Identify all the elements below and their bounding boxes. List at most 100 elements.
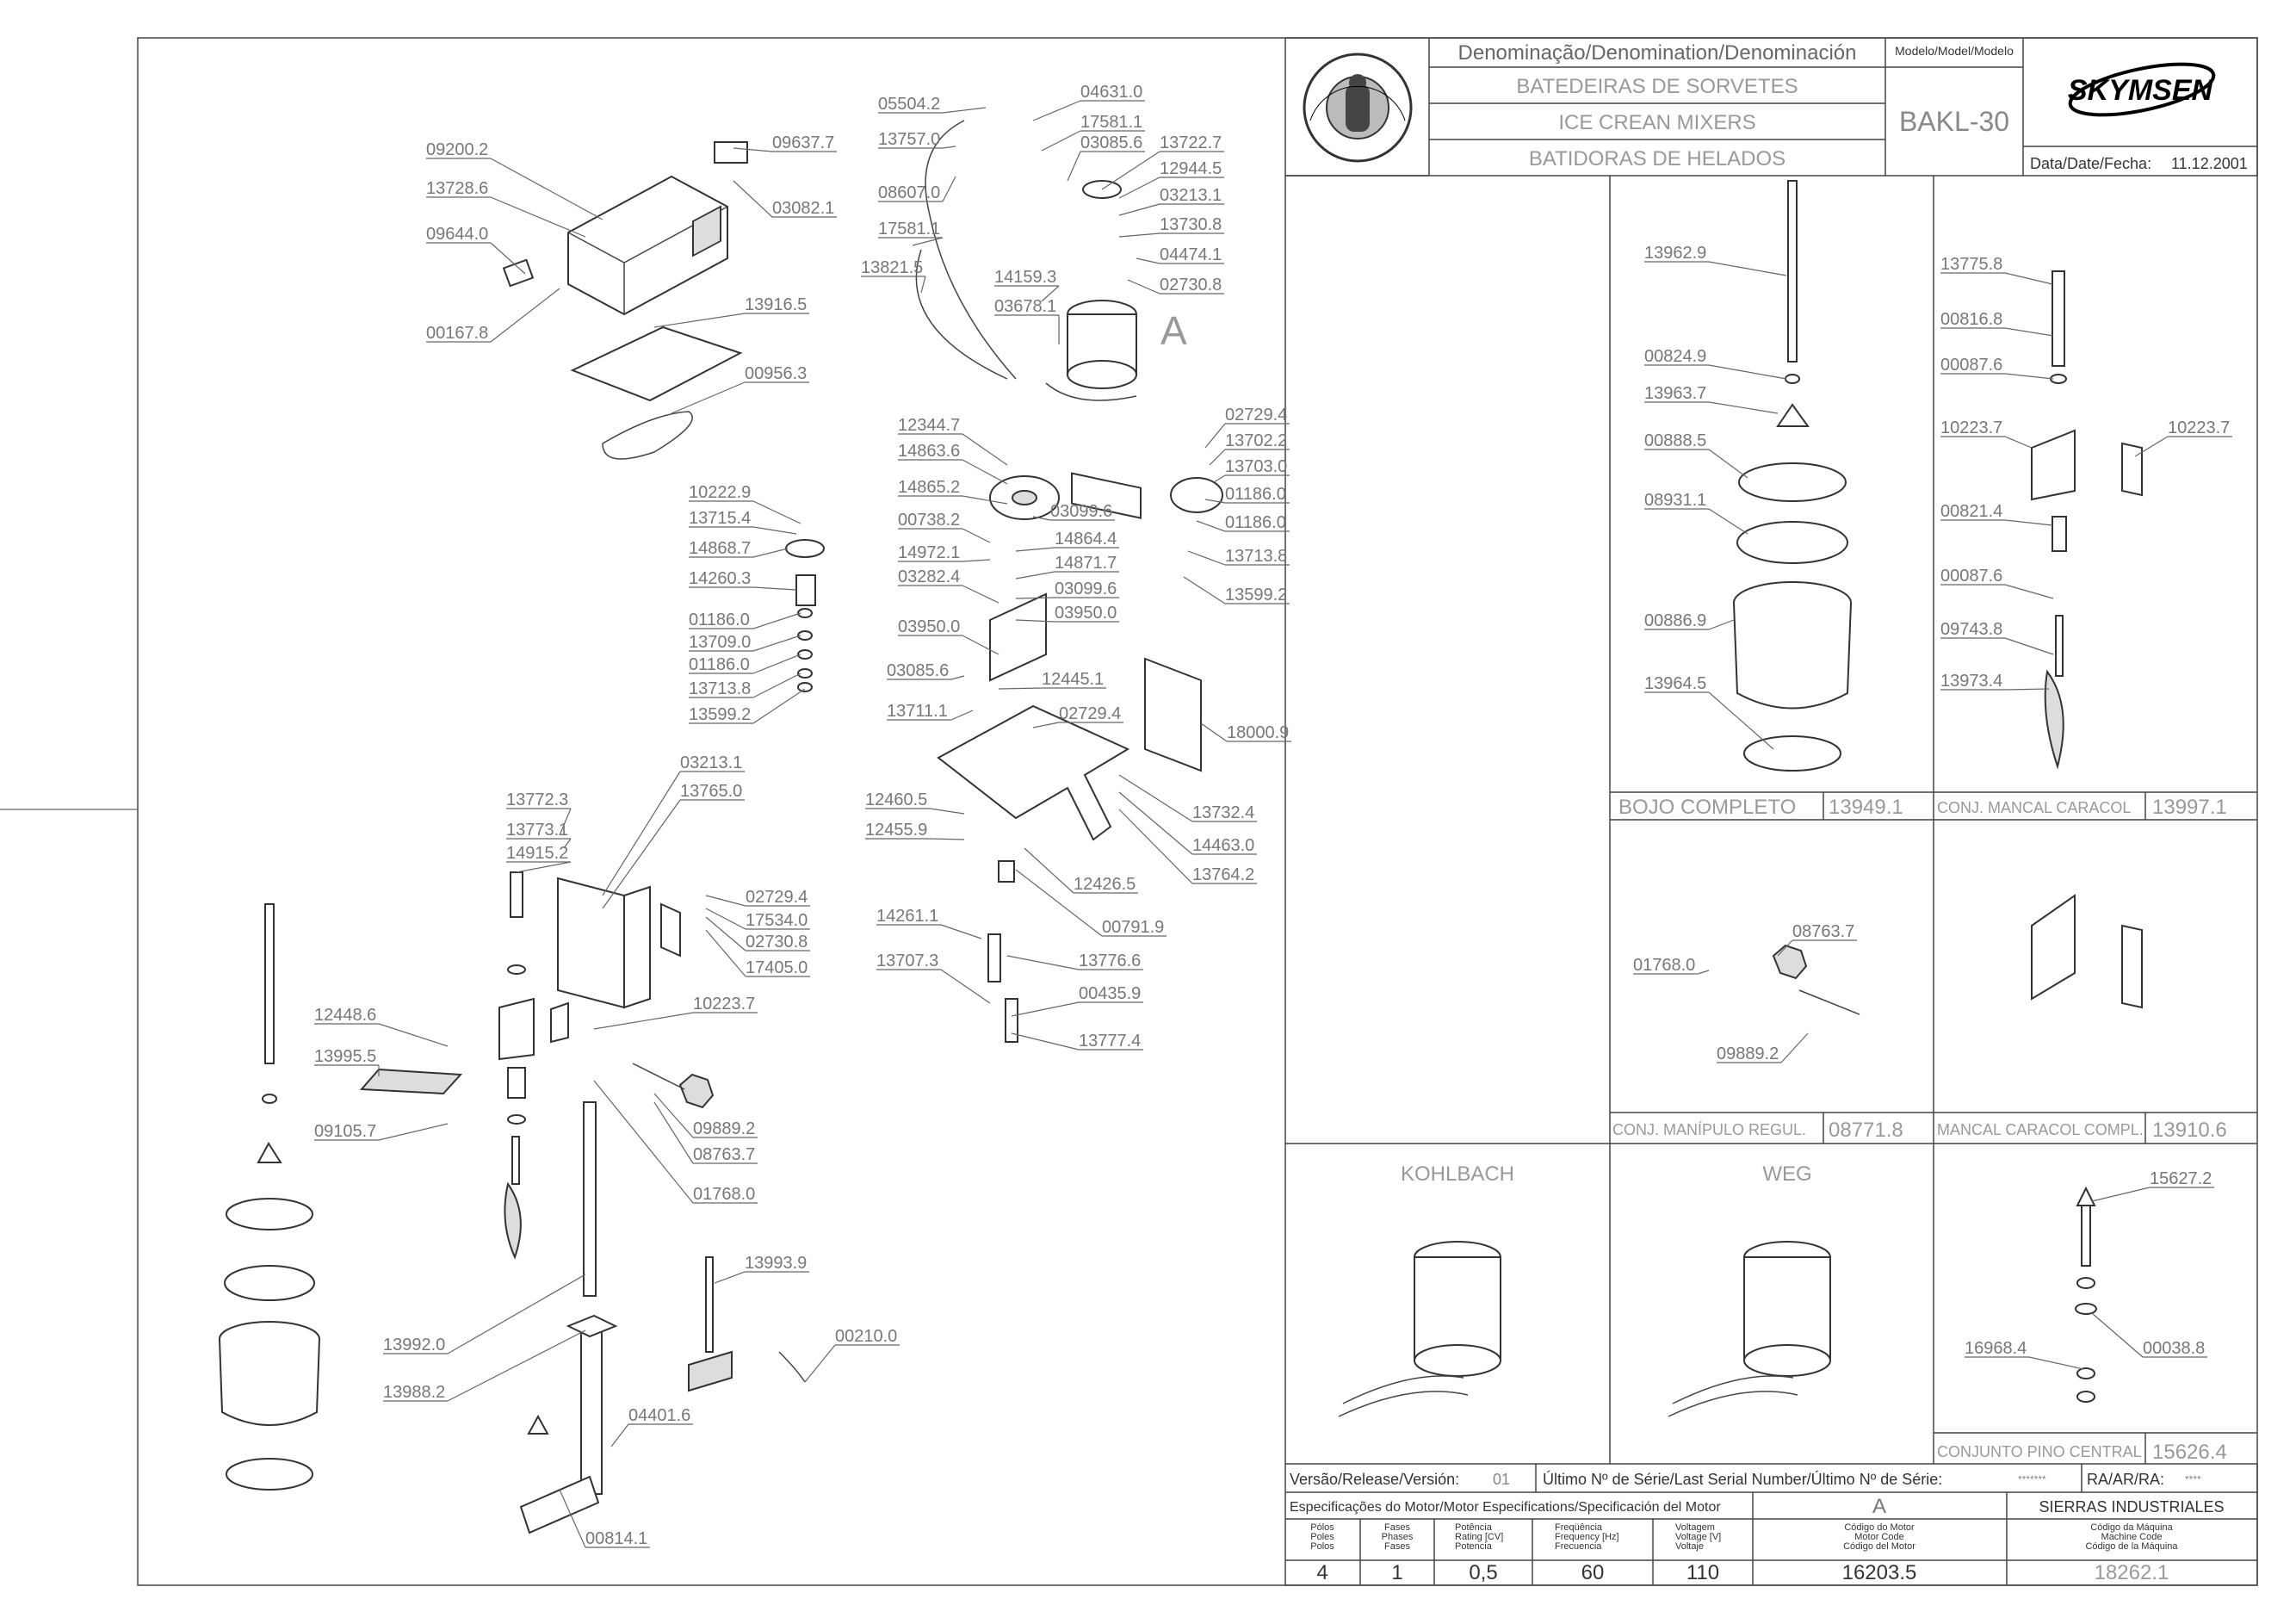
bowl-container — [219, 1321, 320, 1426]
part-number-label: 10223.7 — [693, 995, 755, 1013]
callout-leader — [1127, 279, 1160, 294]
callout-leader — [705, 929, 746, 977]
panel-clamp-plate — [2121, 442, 2143, 497]
ra-label: RA/AR/RA: — [2087, 1471, 2164, 1488]
part-number-label: 13732.4 — [1192, 803, 1254, 822]
part-number-label: 00087.6 — [1940, 567, 2002, 586]
panel-lid — [1738, 462, 1847, 502]
part-number-label: 13964.5 — [1644, 674, 1706, 693]
bottom-shaft — [583, 1101, 597, 1297]
col-power-en: Rating [CV] — [1455, 1532, 1503, 1542]
callout-leader — [1196, 520, 1226, 532]
motor-kohlbach-title: KOHLBACH — [1401, 1162, 1514, 1186]
callout-leader — [752, 635, 801, 652]
col-freq-pt: Freqüência — [1555, 1522, 1603, 1533]
part-number-label: 08931.1 — [1644, 491, 1706, 510]
side-label — [502, 258, 535, 288]
part-number-label: 13713.8 — [689, 679, 751, 698]
part-number-label: 10222.9 — [689, 483, 751, 502]
callout-leader — [752, 526, 797, 535]
panel-base-plate — [1743, 735, 1841, 772]
callout-leader — [752, 612, 801, 629]
callout-leader — [490, 288, 560, 343]
part-number-label: 01768.0 — [1633, 956, 1695, 975]
callout-leader — [2134, 436, 2169, 457]
callout-leader — [2004, 272, 2053, 285]
part-number-label: 13764.2 — [1192, 865, 1254, 884]
knob-threaded-rod — [632, 1063, 685, 1090]
weg-motor — [1668, 1241, 1831, 1417]
part-number-label: 13728.6 — [426, 179, 488, 198]
callout-leader — [705, 916, 746, 951]
callout-leader — [1708, 364, 1787, 380]
washer-stack — [797, 608, 813, 692]
col-voltage-en: Voltage [V] — [1675, 1532, 1721, 1542]
part-number-label: 12344.7 — [898, 416, 960, 435]
callout-leader — [733, 180, 773, 218]
part-number-label: 14260.3 — [689, 569, 751, 588]
product-name-es: BATIDORAS DE HELADOS — [1529, 147, 1785, 170]
col-machine-code-es: Código de la Máquina — [2085, 1541, 2178, 1552]
col-motor-code-pt: Código do Motor — [1844, 1522, 1915, 1533]
part-number-label: 13993.9 — [745, 1254, 807, 1273]
part-number-label: 12455.9 — [865, 821, 927, 840]
part-number-label: 09200.2 — [426, 140, 488, 159]
col-poles-pt: Pólos — [1310, 1522, 1334, 1533]
gear-bracket — [989, 592, 1047, 682]
part-number-label: 09644.0 — [426, 225, 488, 244]
panel-title-auger-bearing-complete: MANCAL CARACOL COMPL. — [1937, 1121, 2144, 1138]
callout-leader — [593, 1012, 694, 1030]
spacer-sleeve — [998, 860, 1015, 883]
part-number-label: 00210.0 — [835, 1327, 897, 1346]
spec-poles: 4 — [1316, 1561, 1327, 1584]
small-washer — [262, 1094, 277, 1104]
part-number-label: 00167.8 — [426, 324, 488, 343]
part-number-label: 04631.0 — [1080, 83, 1142, 102]
gearbox-base-plate — [937, 704, 1130, 841]
callout-leader — [940, 969, 991, 1004]
part-number-label: 01186.0 — [1225, 513, 1286, 532]
callout-leader — [950, 675, 965, 680]
part-number-label: 18000.9 — [1227, 723, 1289, 742]
spec-frequency: 60 — [1581, 1561, 1605, 1584]
part-number-label: 13757.0 — [878, 130, 940, 149]
part-number-label: 14863.6 — [898, 442, 960, 461]
date-value: 11.12.2001 — [2171, 155, 2248, 172]
panel-pin-nut-3 — [2076, 1391, 2095, 1403]
callout-leader — [962, 433, 1008, 466]
callout-leader — [1136, 257, 1160, 264]
panel-code-auger-bearing: 13997.1 — [2152, 796, 2227, 819]
part-number-label: 13722.7 — [1160, 133, 1222, 152]
part-number-label: 00824.9 — [1644, 347, 1706, 366]
part-number-label: 13711.1 — [887, 702, 948, 721]
denomination-header: Denominação/Denomination/Denominación — [1458, 41, 1857, 65]
callout-leader — [733, 147, 773, 152]
part-number-label: 03085.6 — [1080, 133, 1142, 152]
col-machine-code-pt: Código da Máquina — [2090, 1522, 2173, 1533]
part-number-label: 00814.1 — [585, 1529, 647, 1548]
callout-leader — [1032, 722, 1060, 728]
col-motor-code-en: Motor Code — [1854, 1532, 1903, 1542]
part-number-label: 00821.4 — [1940, 502, 2002, 521]
part-number-label: 14864.4 — [1055, 530, 1117, 549]
part-number-label: 13599.2 — [1225, 586, 1287, 604]
panel-title-central-pin: CONJUNTO PINO CENTRAL — [1937, 1443, 2142, 1460]
part-number-label: 00038.8 — [2143, 1339, 2205, 1358]
title-block: Denominação/Denomination/Denominación Mo… — [1284, 37, 2258, 177]
panel-title-auger-bearing: CONJ. MANCAL CARACOL — [1937, 799, 2131, 816]
part-number-label: 14915.2 — [506, 844, 568, 863]
callout-leader — [1697, 970, 1710, 975]
callout-leader — [1213, 474, 1226, 483]
col-power-es: Potencia — [1455, 1541, 1493, 1552]
callout-leader — [705, 908, 746, 930]
part-number-label: 05504.2 — [878, 95, 940, 114]
serial-label: Último Nº de Série/Last Serial Number/Úl… — [1543, 1470, 1942, 1488]
kohlbach-motor — [1338, 1241, 1501, 1417]
part-number-label: 02730.8 — [1160, 276, 1222, 294]
spec-power: 0,5 — [1469, 1561, 1497, 1584]
part-number-label: 14972.1 — [898, 543, 960, 562]
callout-leader — [1011, 1032, 1080, 1051]
callout-leader — [1118, 791, 1193, 855]
label-plate — [714, 141, 748, 164]
